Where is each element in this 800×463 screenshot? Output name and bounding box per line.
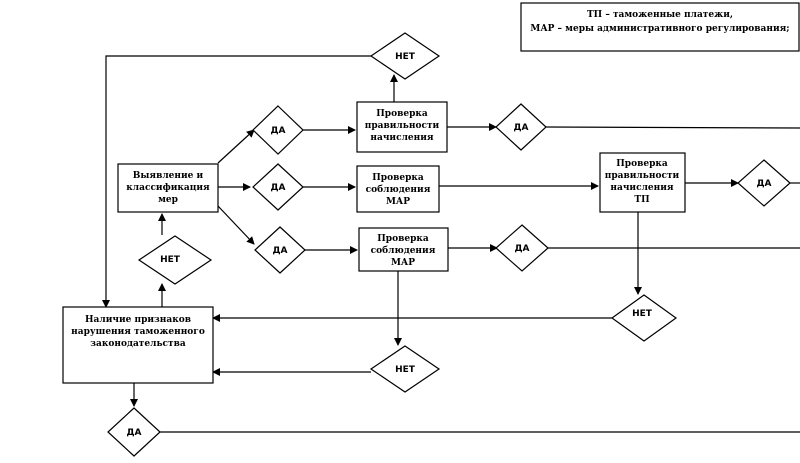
- box-check-low-line-2: соблюдения: [371, 245, 436, 256]
- decision-yes-bottom-label: ДА: [127, 428, 142, 438]
- box-check-mid-line-1: Проверка: [372, 173, 424, 183]
- box-check-top: Проверка правильности начисления: [356, 101, 448, 153]
- box-signs-line-1: Наличие признаков: [85, 315, 191, 325]
- decision-yes-right: ДА: [737, 159, 791, 207]
- legend-line-2: МАР – меры административного регулирован…: [530, 24, 789, 34]
- box-signs-line-3: законодательства: [90, 339, 186, 349]
- box-check-low-line-1: Проверка: [377, 234, 429, 244]
- box-check-right-line-4: ТП: [634, 195, 650, 205]
- legend: ТП – таможенные платежи, МАР – меры адми…: [520, 2, 800, 52]
- decision-no-left-label: НЕТ: [160, 255, 181, 265]
- decision-no-bottom: НЕТ: [369, 345, 441, 393]
- decision-no-bottom-label: НЕТ: [395, 365, 416, 375]
- connectors: [102, 55, 800, 433]
- box-check-mid-line-2: соблюдения: [366, 184, 431, 195]
- box-reveal-line-2: классификация: [126, 183, 210, 193]
- box-check-right: Проверка правильности начисления ТП: [599, 152, 686, 213]
- box-check-right-line-3: начисления: [610, 183, 673, 193]
- box-check-top-line-1: Проверка: [376, 109, 428, 119]
- decision-no-top-label: НЕТ: [395, 52, 416, 62]
- box-check-right-line-1: Проверка: [616, 159, 668, 169]
- decision-yes-2-label: ДА: [271, 183, 286, 193]
- decision-yes-top-right-label: ДА: [514, 123, 529, 133]
- decision-no-top: НЕТ: [369, 32, 441, 80]
- decision-yes-3: ДА: [254, 226, 306, 274]
- box-check-low: Проверка соблюдения МАР: [358, 227, 449, 272]
- decision-yes-1: ДА: [252, 105, 304, 155]
- box-check-mid: Проверка соблюдения МАР: [356, 165, 440, 213]
- decision-no-right-label: НЕТ: [632, 309, 653, 319]
- decision-yes-bottom: ДА: [107, 407, 161, 457]
- decision-yes-2: ДА: [252, 163, 304, 211]
- decision-yes-top-right: ДА: [495, 103, 547, 151]
- decision-yes-1-label: ДА: [271, 126, 286, 136]
- decision-yes-right-label: ДА: [757, 179, 772, 189]
- box-check-top-line-3: начисления: [370, 133, 433, 143]
- decision-yes-3-label: ДА: [273, 246, 288, 256]
- box-check-low-line-3: МАР: [391, 258, 415, 268]
- box-signs: Наличие признаков нарушения таможенного …: [62, 306, 214, 384]
- decision-yes-low-label: ДА: [515, 244, 530, 254]
- decision-yes-low: ДА: [495, 224, 549, 272]
- box-check-top-line-2: правильности: [365, 121, 440, 131]
- decision-no-left: НЕТ: [137, 235, 213, 285]
- box-reveal-line-3: мер: [158, 195, 178, 205]
- box-reveal-line-1: Выявление и: [133, 171, 204, 181]
- box-check-mid-line-3: МАР: [386, 197, 410, 207]
- legend-line-1: ТП – таможенные платежи,: [587, 10, 733, 20]
- box-reveal: Выявление и классификация мер: [117, 163, 219, 213]
- box-check-right-line-2: правильности: [605, 171, 680, 181]
- box-signs-line-2: нарушения таможенного: [71, 327, 205, 337]
- decision-no-right: НЕТ: [610, 294, 678, 342]
